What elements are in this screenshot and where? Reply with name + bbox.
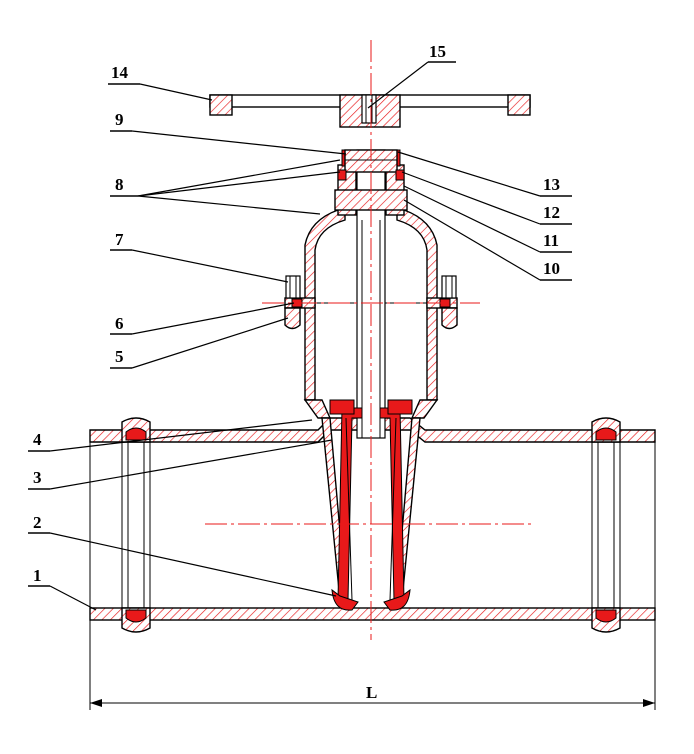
callout-3: 3 bbox=[28, 439, 333, 490]
label-6: 6 bbox=[115, 314, 124, 333]
label-11: 11 bbox=[543, 231, 559, 250]
callout-6: 6 bbox=[110, 302, 295, 335]
callout-7: 7 bbox=[110, 230, 289, 283]
label-1: 1 bbox=[33, 566, 42, 585]
label-4: 4 bbox=[33, 430, 42, 449]
dimension-L: L bbox=[89, 620, 656, 710]
label-12: 12 bbox=[543, 203, 560, 222]
label-3: 3 bbox=[33, 468, 42, 487]
label-13: 13 bbox=[543, 175, 560, 194]
label-2: 2 bbox=[33, 513, 42, 532]
label-14: 14 bbox=[111, 63, 129, 82]
callout-12: 12 bbox=[401, 171, 572, 225]
callout-4: 4 bbox=[28, 419, 313, 452]
label-9: 9 bbox=[115, 110, 124, 129]
callout-13: 13 bbox=[397, 151, 572, 197]
gate-wedge bbox=[321, 399, 421, 611]
callout-14: 14 bbox=[108, 63, 213, 101]
callout-10: 10 bbox=[403, 199, 572, 281]
label-8: 8 bbox=[115, 175, 124, 194]
callout-15: 15 bbox=[367, 42, 456, 109]
callout-5: 5 bbox=[110, 317, 289, 369]
callout-1: 1 bbox=[28, 566, 97, 611]
label-10: 10 bbox=[543, 259, 560, 278]
callout-2: 2 bbox=[28, 513, 337, 597]
callout-9: 9 bbox=[110, 110, 347, 155]
valve-body-pipe bbox=[89, 417, 656, 633]
label-5: 5 bbox=[115, 347, 124, 366]
label-7: 7 bbox=[115, 230, 124, 249]
dimension-L-label: L bbox=[366, 683, 377, 702]
label-15: 15 bbox=[429, 42, 446, 61]
callout-8: 8 bbox=[110, 159, 341, 215]
callout-11: 11 bbox=[403, 185, 572, 253]
handwheel bbox=[209, 94, 531, 128]
